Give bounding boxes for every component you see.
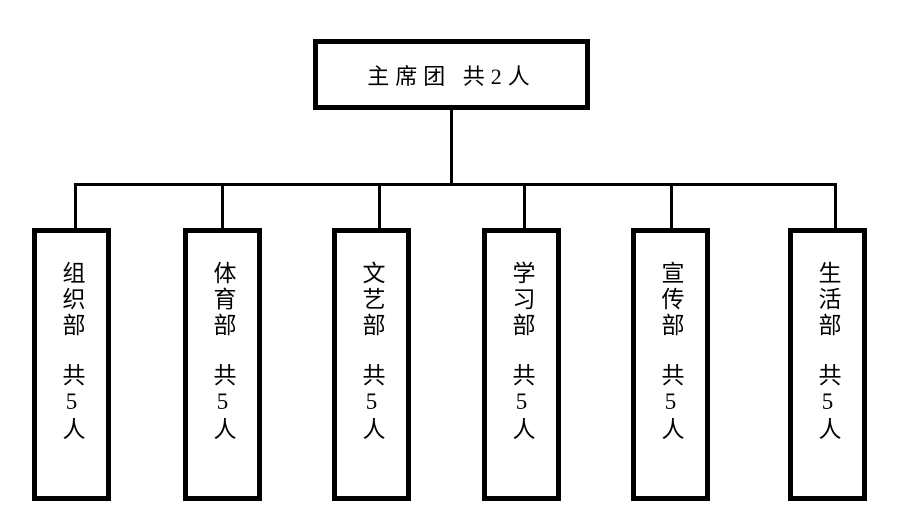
connector-horizontal-rail xyxy=(74,183,837,186)
connector-drop-6 xyxy=(834,184,837,228)
dept-name: 学习部 xyxy=(509,260,534,339)
dept-name: 文艺部 xyxy=(359,260,384,339)
dept-node-sports: 体育部 共5人 xyxy=(183,228,262,501)
root-node-presidium: 主席团 共2人 xyxy=(313,39,590,110)
dept-name: 组织部 xyxy=(59,260,84,339)
dept-count: 共5人 xyxy=(210,362,235,443)
dept-node-arts: 文艺部 共5人 xyxy=(332,228,411,501)
connector-stem xyxy=(450,110,453,184)
root-node-label: 主席团 共2人 xyxy=(367,63,536,89)
dept-node-life: 生活部 共5人 xyxy=(788,228,867,501)
dept-count: 共5人 xyxy=(658,362,683,443)
connector-drop-4 xyxy=(523,184,526,228)
dept-name: 体育部 xyxy=(210,260,235,339)
connector-drop-5 xyxy=(670,184,673,228)
dept-name: 生活部 xyxy=(815,260,840,339)
dept-node-publicity: 宣传部 共5人 xyxy=(631,228,710,501)
dept-node-study: 学习部 共5人 xyxy=(482,228,561,501)
dept-node-organization: 组织部 共5人 xyxy=(32,228,111,501)
connector-drop-2 xyxy=(221,184,224,228)
dept-count: 共5人 xyxy=(509,362,534,443)
dept-name: 宣传部 xyxy=(658,260,683,339)
connector-drop-1 xyxy=(74,184,77,228)
dept-count: 共5人 xyxy=(815,362,840,443)
connector-drop-3 xyxy=(378,184,381,228)
dept-count: 共5人 xyxy=(359,362,384,443)
dept-count: 共5人 xyxy=(59,362,84,443)
